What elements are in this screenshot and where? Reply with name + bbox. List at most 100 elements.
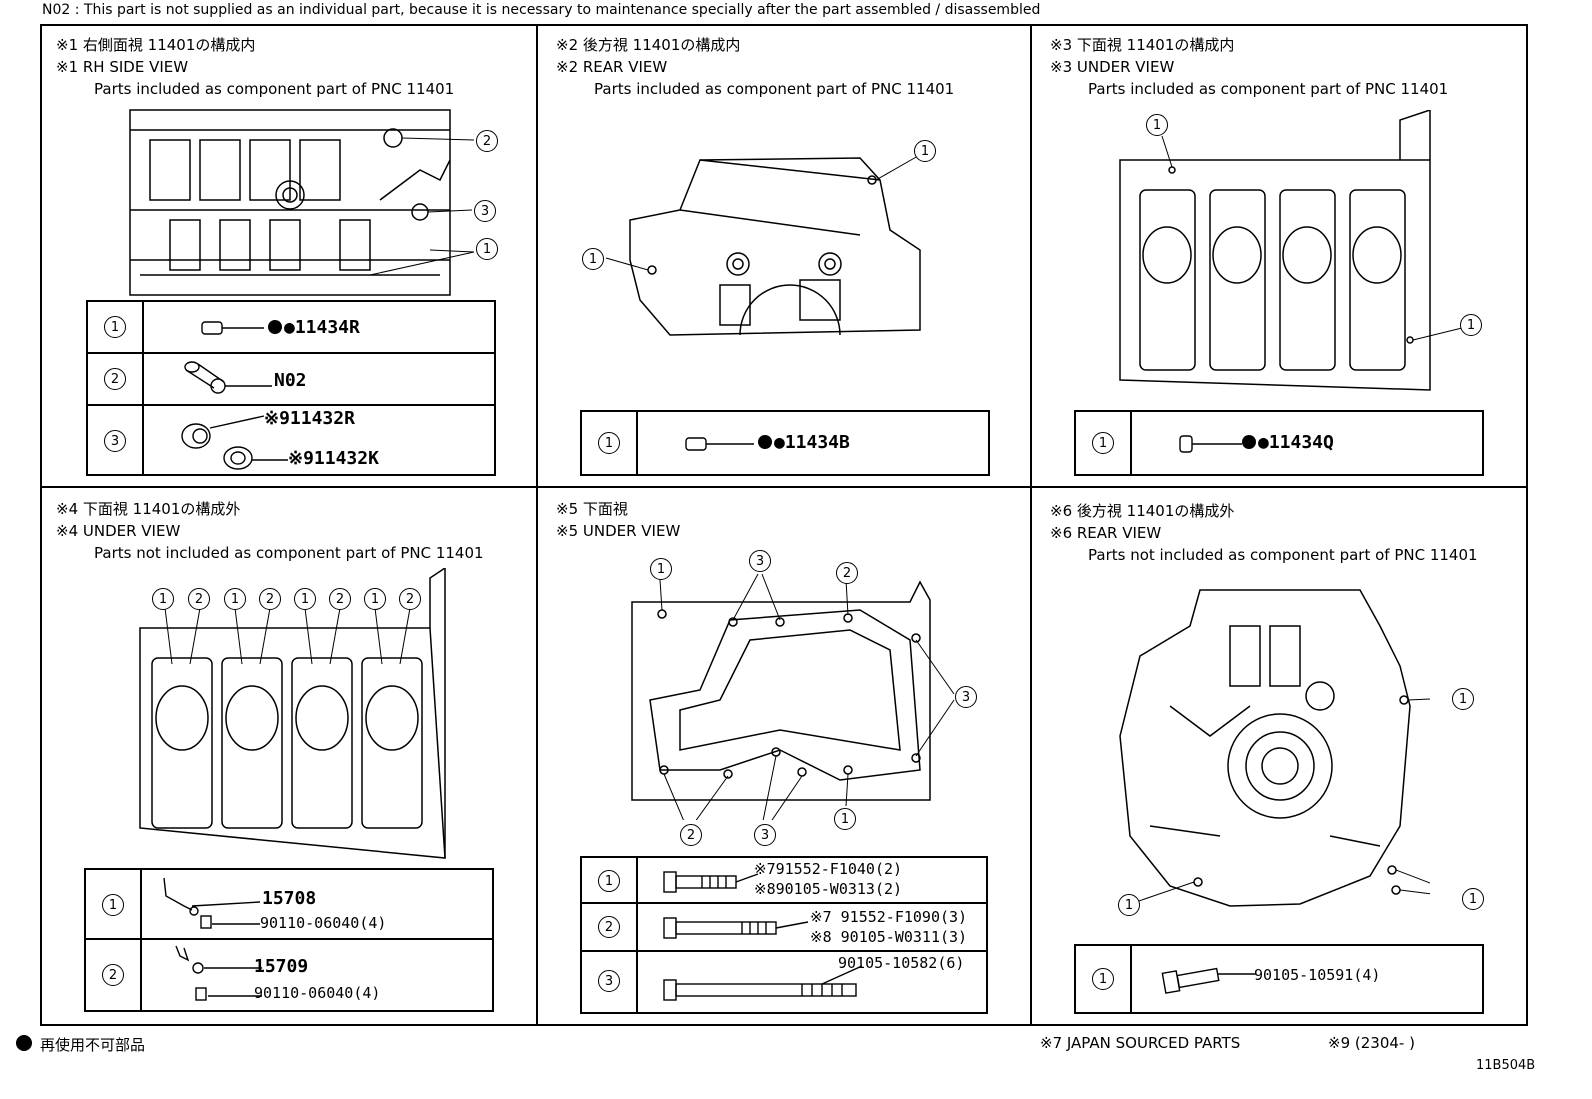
parts-table-1: 1 ●11434R 2 N02 3 ※911432R ※911432K — [86, 300, 496, 476]
callout-1: 1 — [152, 588, 174, 610]
panel-title-jp: ※3 下面視 11401の構成内 — [1050, 36, 1235, 54]
panel-title-en: ※2 REAR VIEW — [556, 58, 668, 76]
panel-title-jp: ※1 右側面視 11401の構成内 — [56, 36, 256, 54]
bolt-icon — [663, 965, 862, 1001]
part-number: ※8 90105-W0311(3) — [810, 928, 968, 946]
callout-3: 3 — [474, 200, 496, 222]
table-row: 2 15709 90110-06040(4) — [86, 940, 492, 1010]
table-row: 1 90105-10591(4) — [1076, 946, 1482, 1012]
part-number: ●11434Q — [1242, 432, 1334, 453]
callout-2: 2 — [329, 588, 351, 610]
oil-pan-gasket-drawing — [631, 573, 955, 820]
illustration-code: 11B504B — [1476, 1058, 1536, 1073]
part-number: 90110-06040(4) — [254, 984, 381, 1002]
callout-2: 2 — [399, 588, 421, 610]
callout-3: 3 — [749, 550, 771, 572]
part-number: ※7 91552-F1090(3) — [810, 908, 968, 926]
bolt-icon — [663, 917, 809, 939]
panel-subtitle: Parts included as component part of PNC … — [94, 80, 455, 98]
row-number: 1 — [104, 316, 126, 338]
part-number: ※911432R — [264, 408, 355, 429]
callout-1: 1 — [1118, 894, 1140, 916]
table-row: 3 90105-10582(6) — [582, 952, 986, 1012]
callout-2: 2 — [836, 562, 858, 584]
bolt-icon — [1161, 967, 1256, 994]
row-number: 2 — [104, 368, 126, 390]
engine-block-rear-drawing — [605, 155, 921, 336]
table-row: 1 ※791552-F1040(2) ※890105-W0313(2) — [582, 858, 986, 904]
dowel-pin-icon — [1179, 435, 1242, 453]
panel-title-en: ※6 REAR VIEW — [1050, 524, 1162, 542]
row-number: 2 — [598, 916, 620, 938]
legend: 再使用不可部品 — [16, 1034, 145, 1055]
panel-1-title: ※1 右側面視 11401の構成内 ※1 RH SIDE VIEW Parts … — [56, 34, 454, 100]
bolt-icon — [663, 871, 759, 893]
table-row: 1 ●11434B — [582, 412, 988, 474]
callout-1: 1 — [582, 248, 604, 270]
table-row: 1 15708 90110-06040(4) — [86, 870, 492, 940]
row-number: 1 — [102, 894, 124, 916]
panel-subtitle: Parts not included as component part of … — [94, 544, 484, 562]
non-reusable-dot-icon — [16, 1035, 32, 1051]
parts-table-3: 1 ●11434Q — [1074, 410, 1484, 476]
oil-jet-icon — [163, 877, 261, 929]
note-9: ※9 (2304- ) — [1328, 1034, 1415, 1052]
row-number: 1 — [598, 432, 620, 454]
part-number: 15709 — [254, 956, 309, 977]
header-note: N02 : This part is not supplied as an in… — [42, 2, 1041, 18]
part-number: ●11434B — [758, 432, 850, 453]
panel-6-title: ※6 後方視 11401の構成外 ※6 REAR VIEW Parts not … — [1050, 500, 1478, 566]
row-number: 1 — [598, 870, 620, 892]
part-number: ※890105-W0313(2) — [754, 880, 903, 898]
diagram-frame — [40, 24, 1528, 1026]
callout-2: 2 — [259, 588, 281, 610]
row-number: 3 — [104, 430, 126, 452]
oil-jet-icon — [175, 945, 262, 1001]
engine-block-under-drawing — [139, 568, 446, 859]
panel-4-title: ※4 下面視 11401の構成外 ※4 UNDER VIEW Parts not… — [56, 498, 484, 564]
note-7: ※7 JAPAN SOURCED PARTS — [1040, 1034, 1241, 1052]
table-row: 1 ●11434Q — [1076, 412, 1482, 474]
parts-table-6: 1 90105-10591(4) — [1074, 944, 1484, 1014]
callout-1: 1 — [476, 238, 498, 260]
engine-block-rear-drawing — [1119, 589, 1430, 907]
panel-title-en: ※4 UNDER VIEW — [56, 522, 181, 540]
row-number: 1 — [1092, 432, 1114, 454]
part-number: 90105-10582(6) — [838, 954, 965, 972]
dowel-pin-icon — [201, 321, 264, 335]
parts-table-4: 1 15708 90110-06040(4) 2 15709 90110-060… — [84, 868, 494, 1012]
row-number: 3 — [598, 970, 620, 992]
panel-2-title: ※2 後方視 11401の構成内 ※2 REAR VIEW Parts incl… — [556, 34, 954, 100]
table-row: 2 ※7 91552-F1090(3) ※8 90105-W0311(3) — [582, 904, 986, 952]
part-number: ●11434R — [268, 317, 360, 338]
part-number: ※911432K — [288, 448, 379, 469]
panel-subtitle: Parts included as component part of PNC … — [1088, 80, 1449, 98]
divider — [40, 486, 1528, 488]
panel-3-title: ※3 下面視 11401の構成内 ※3 UNDER VIEW Parts inc… — [1050, 34, 1448, 100]
table-row: 3 ※911432R ※911432K — [88, 406, 494, 476]
panel-title-jp: ※6 後方視 11401の構成外 — [1050, 502, 1235, 520]
part-number: 15708 — [262, 888, 317, 909]
callout-1: 1 — [650, 558, 672, 580]
table-row: 1 ●11434R — [88, 302, 494, 354]
panel-title-jp: ※2 後方視 11401の構成内 — [556, 36, 741, 54]
row-number: 1 — [1092, 968, 1114, 990]
panel-title-en: ※3 UNDER VIEW — [1050, 58, 1175, 76]
callout-1: 1 — [834, 808, 856, 830]
callout-1: 1 — [1452, 688, 1474, 710]
part-number: 90105-10591(4) — [1254, 966, 1381, 984]
panel-subtitle: Parts not included as component part of … — [1088, 546, 1478, 564]
panel-subtitle: Parts included as component part of PNC … — [594, 80, 955, 98]
callout-1: 1 — [1146, 114, 1168, 136]
panel-5-title: ※5 下面視 ※5 UNDER VIEW — [556, 498, 680, 542]
callout-1: 1 — [1460, 314, 1482, 336]
panel-title-en: ※5 UNDER VIEW — [556, 522, 681, 540]
callout-2: 2 — [680, 824, 702, 846]
callout-3: 3 — [754, 824, 776, 846]
divider — [1030, 24, 1032, 1026]
callout-1: 1 — [1462, 888, 1484, 910]
part-number: N02 — [274, 370, 307, 391]
seal-plug-icon — [181, 415, 288, 470]
part-number: ※791552-F1040(2) — [754, 860, 903, 878]
part-number: 90110-06040(4) — [260, 914, 387, 932]
